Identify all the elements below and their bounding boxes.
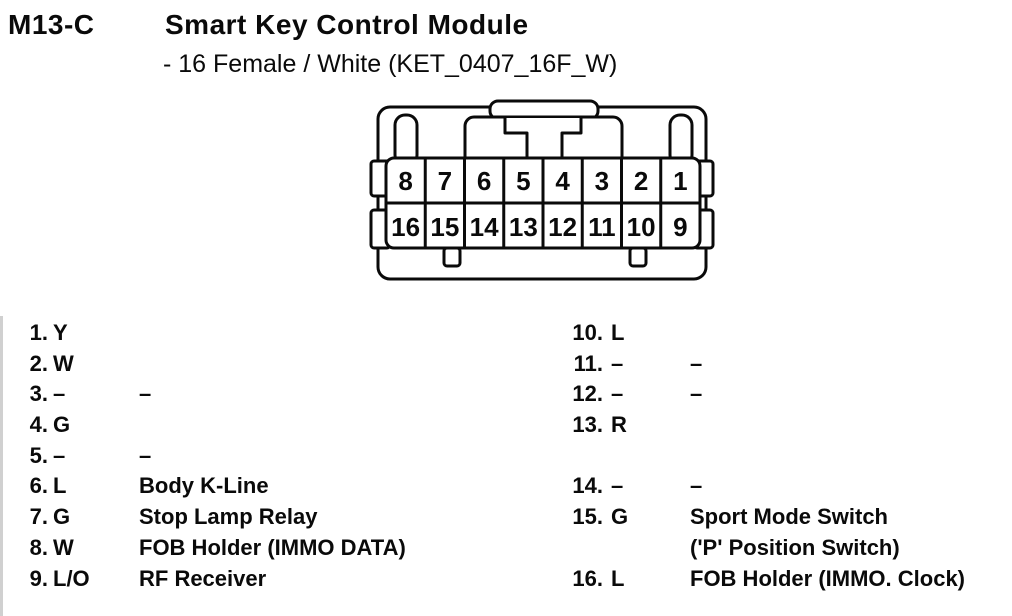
- page-title: Smart Key Control Module: [165, 9, 529, 40]
- pin-number: 12.: [572, 381, 603, 407]
- pin-row: 9.L/O RF Receiver: [22, 564, 522, 595]
- pin-description: –: [690, 381, 703, 407]
- connector-pin-number: 12: [548, 212, 577, 242]
- connector-bottom-notch: [442, 246, 462, 268]
- connector-pin-number: 1: [673, 166, 687, 196]
- pin-row: 10. L: [556, 318, 1012, 349]
- wire-color: L: [611, 565, 625, 591]
- wire-color: L/O: [53, 565, 90, 591]
- pin-description: [139, 349, 522, 380]
- connector-pin-number: 11: [588, 212, 616, 242]
- pin-row: 16. L FOB Holder (IMMO. Clock): [556, 564, 1012, 595]
- pin-row: 14.––: [556, 471, 1012, 502]
- pin-row: 15. G Sport Mode Switch: [556, 502, 1012, 533]
- wire-color: [603, 533, 690, 564]
- pin-row: 1.Y: [22, 318, 522, 349]
- pin-number: 4.: [29, 412, 48, 438]
- pin-number: 2.: [29, 350, 48, 376]
- scan-edge-artifact: [0, 316, 3, 616]
- pin-row: [556, 441, 1012, 472]
- pin-number: 9.: [29, 565, 48, 591]
- pin-row: 4.G: [22, 410, 522, 441]
- pin-description: RF Receiver: [139, 565, 267, 591]
- connector-pin-number: 5: [516, 166, 530, 196]
- wire-color: Y: [53, 320, 68, 345]
- pin-number: 1.: [29, 320, 48, 345]
- wire-color: G: [611, 504, 629, 530]
- pin-number: 6.: [29, 473, 48, 499]
- pin-description: [690, 318, 1012, 349]
- pin-number: [556, 441, 603, 472]
- pin-description: –: [690, 473, 703, 499]
- pin-description: [690, 410, 1012, 441]
- pin-row: 13. R: [556, 410, 1012, 441]
- wire-color: W: [53, 534, 74, 560]
- wire-color: –: [611, 350, 624, 376]
- pin-description: FOB Holder (IMMO DATA): [139, 534, 406, 560]
- pin-description: [139, 410, 522, 441]
- pin-description: [690, 441, 1012, 472]
- pin-number: 15.: [572, 504, 603, 530]
- wire-color: G: [53, 412, 71, 438]
- connector-pin-number: 15: [430, 212, 459, 242]
- connector-pin-number: 13: [509, 212, 538, 242]
- connector-pin-number: 2: [634, 166, 648, 196]
- pin-number: 11.: [573, 350, 603, 376]
- pin-number: [556, 533, 603, 564]
- connector-pin-number: 7: [438, 166, 452, 196]
- wire-color: –: [611, 473, 624, 499]
- wire-color: R: [611, 412, 627, 438]
- pin-description: –: [139, 381, 152, 407]
- pin-description: FOB Holder (IMMO. Clock): [690, 565, 965, 591]
- connector-pin-number: 6: [477, 166, 491, 196]
- wire-color: –: [53, 442, 66, 468]
- connector-pin-number: 3: [595, 166, 609, 196]
- pin-number: 5.: [29, 442, 48, 468]
- pin-row: 2.W: [22, 349, 522, 380]
- wire-color: G: [53, 504, 71, 530]
- connector-subtitle: - 16 Female / White (KET_0407_16F_W): [163, 50, 618, 78]
- pin-number: 10.: [572, 320, 603, 345]
- wire-color: –: [611, 381, 624, 407]
- pin-row: 11.––: [556, 349, 1012, 380]
- wire-color: –: [53, 381, 66, 407]
- pin-row: 12.––: [556, 379, 1012, 410]
- wire-color: [603, 441, 690, 472]
- pin-description: –: [690, 350, 703, 376]
- connector-pin-number: 14: [470, 212, 499, 242]
- pin-row: 6.L Body K-Line: [22, 471, 522, 502]
- wire-color: L: [611, 320, 625, 345]
- pin-row: 5.––: [22, 441, 522, 472]
- pin-number: 14.: [572, 473, 603, 499]
- pin-number: 3.: [29, 381, 48, 407]
- pin-number: 7.: [29, 504, 48, 530]
- connector-id: M13-C: [8, 9, 95, 40]
- connector-pin-number: 8: [398, 166, 412, 196]
- pin-number: 13.: [572, 412, 603, 438]
- pin-row: 7.G Stop Lamp Relay: [22, 502, 522, 533]
- wire-color: W: [53, 350, 74, 376]
- connector-pin-number: 9: [673, 212, 687, 242]
- pin-row: 3.––: [22, 379, 522, 410]
- pin-number: 16.: [572, 565, 603, 591]
- pin-description: [139, 318, 522, 349]
- pin-description: Sport Mode Switch: [690, 504, 888, 530]
- pin-number: 8.: [29, 534, 48, 560]
- pin-row: ('P' Position Switch): [556, 533, 1012, 564]
- wire-color: L: [53, 473, 67, 499]
- pin-description: Body K-Line: [139, 473, 269, 499]
- connector-pin-number: 10: [627, 212, 656, 242]
- connector-pin-number: 16: [391, 212, 420, 242]
- pin-description: ('P' Position Switch): [690, 534, 900, 560]
- connector-pin-number: 4: [555, 166, 570, 196]
- pin-description: –: [139, 442, 152, 468]
- pin-description: Stop Lamp Relay: [139, 504, 318, 530]
- pin-row: 8.W FOB Holder (IMMO DATA): [22, 533, 522, 564]
- connector-bottom-notch: [628, 246, 648, 268]
